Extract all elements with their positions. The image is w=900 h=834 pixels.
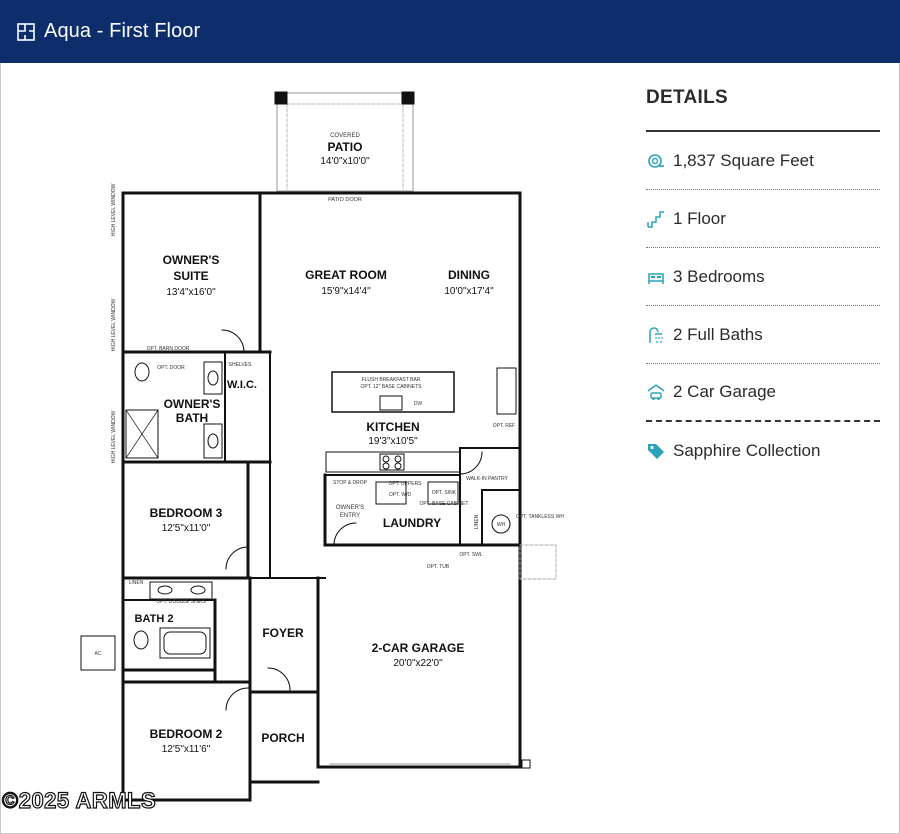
detail-label: 2 Full Baths <box>673 324 763 344</box>
svg-text:10'0"x17'4": 10'0"x17'4" <box>444 286 494 297</box>
detail-label: Sapphire Collection <box>673 441 821 460</box>
svg-text:OWNER'S: OWNER'S <box>336 505 364 511</box>
svg-text:HIGH LEVEL WINDOW: HIGH LEVEL WINDOW <box>111 183 117 236</box>
header-bar: Aqua - First Floor <box>0 0 900 63</box>
details-panel: DETAILS 1,837 Square Feet 1 Floor 3 Bedr… <box>646 84 880 480</box>
watermark: ©2025 ARMLS <box>1 787 157 813</box>
detail-garage: 2 Car Garage <box>646 364 880 422</box>
svg-text:14'0"x10'0": 14'0"x10'0" <box>320 156 370 167</box>
svg-text:12'5"x11'6": 12'5"x11'6" <box>162 744 211 755</box>
svg-text:OPT. DOUBLE SINKS: OPT. DOUBLE SINKS <box>156 599 206 605</box>
tub <box>159 627 211 659</box>
svg-text:LINEN: LINEN <box>474 514 480 529</box>
shower <box>125 409 159 459</box>
svg-text:OPT. DOOR: OPT. DOOR <box>157 365 185 371</box>
svg-text:WH: WH <box>497 522 506 528</box>
details-title: DETAILS <box>646 84 880 132</box>
patio-column-left <box>274 91 288 105</box>
pantry-shelf <box>496 367 517 415</box>
svg-text:PATIO DOOR: PATIO DOOR <box>328 197 362 203</box>
detail-floors: 1 Floor <box>646 190 880 248</box>
ac-unit <box>80 635 116 671</box>
patio-outline <box>276 92 414 192</box>
kitchen-counter <box>325 451 461 473</box>
svg-text:SHELVES: SHELVES <box>229 362 252 368</box>
svg-text:LINEN: LINEN <box>129 580 144 586</box>
svg-text:15'9"x14'4": 15'9"x14'4" <box>321 286 371 297</box>
svg-text:WALK-IN PANTRY: WALK-IN PANTRY <box>466 476 509 482</box>
great-room-label: GREAT ROOM <box>305 268 387 282</box>
detail-baths: 2 Full Baths <box>646 306 880 364</box>
svg-text:SUITE: SUITE <box>173 269 208 283</box>
svg-text:FLUSH BREAKFAST BAR: FLUSH BREAKFAST BAR <box>362 377 421 383</box>
page-title: Aqua - First Floor <box>44 20 201 42</box>
svg-text:20'0"x22'0": 20'0"x22'0" <box>393 658 443 669</box>
svg-text:ENTRY: ENTRY <box>340 513 360 519</box>
svg-text:HIGH LEVEL WINDOW: HIGH LEVEL WINDOW <box>111 410 117 463</box>
detail-label: 2 Car Garage <box>673 382 776 401</box>
svg-text:OPT. TANKLESS WH: OPT. TANKLESS WH <box>516 514 564 520</box>
detail-label: 3 Bedrooms <box>673 266 765 286</box>
porch-label: PORCH <box>261 731 304 745</box>
patio-label: PATIO <box>328 140 363 154</box>
square-feet-icon <box>646 151 666 171</box>
water-heater <box>491 514 511 534</box>
patio-column-right <box>401 91 415 105</box>
svg-text:OPT. SINK: OPT. SINK <box>432 490 457 496</box>
owners-bath-label: OWNER'S <box>164 397 221 411</box>
stairs-icon <box>646 209 666 229</box>
floorplan-icon <box>16 22 36 42</box>
bath2-label: BATH 2 <box>135 613 174 625</box>
svg-text:12'5"x11'0": 12'5"x11'0" <box>162 523 211 534</box>
svg-text:DW: DW <box>414 401 423 407</box>
svg-text:BATH: BATH <box>176 411 208 425</box>
tag-icon <box>646 441 666 461</box>
bedroom2-label: BEDROOM 2 <box>150 727 223 741</box>
svg-text:OPT. BARN DOOR: OPT. BARN DOOR <box>147 346 190 352</box>
kitchen-island <box>331 371 455 413</box>
wic-label: W.I.C. <box>227 379 257 391</box>
dining-label: DINING <box>448 268 490 282</box>
detail-square-feet: 1,837 Square Feet <box>646 132 880 190</box>
shower-icon <box>646 325 666 345</box>
owners-suite-label: OWNER'S <box>163 253 220 267</box>
detail-label: 1 Floor <box>673 208 726 228</box>
kitchen-label: KITCHEN <box>366 420 419 434</box>
bed-icon <box>646 267 666 287</box>
svg-text:AC: AC <box>95 651 102 657</box>
laundry-label: LAUNDRY <box>383 516 441 530</box>
detail-label: 1,837 Square Feet <box>673 150 814 170</box>
toilet-owners <box>134 362 150 382</box>
svg-text:OPT. W/D: OPT. W/D <box>389 492 412 498</box>
svg-text:19'3"x10'5": 19'3"x10'5" <box>368 436 418 447</box>
svg-text:OPT. UPPERS: OPT. UPPERS <box>388 481 422 487</box>
toilet-bath2 <box>133 630 149 650</box>
svg-text:STOP & DROP: STOP & DROP <box>333 480 368 486</box>
svg-text:OPT. SWL: OPT. SWL <box>459 552 483 558</box>
svg-text:OPT. TUB: OPT. TUB <box>427 564 450 570</box>
bedroom3-label: BEDROOM 3 <box>150 506 223 520</box>
garage-label: 2-CAR GARAGE <box>372 641 465 655</box>
svg-text:HIGH LEVEL WINDOW: HIGH LEVEL WINDOW <box>111 298 117 351</box>
detail-collection: Sapphire Collection <box>646 422 880 480</box>
svg-text:OPT. BASE CABINET: OPT. BASE CABINET <box>420 501 469 507</box>
garage-icon <box>646 382 666 402</box>
svg-text:OPT. REF: OPT. REF <box>493 423 516 429</box>
foyer-label: FOYER <box>262 626 304 640</box>
svg-text:OPT. 12" BASE CABINETS: OPT. 12" BASE CABINETS <box>361 384 423 390</box>
svg-text:COVERED: COVERED <box>330 133 360 139</box>
svg-text:13'4"x16'0": 13'4"x16'0" <box>166 287 216 298</box>
detail-bedrooms: 3 Bedrooms <box>646 248 880 306</box>
